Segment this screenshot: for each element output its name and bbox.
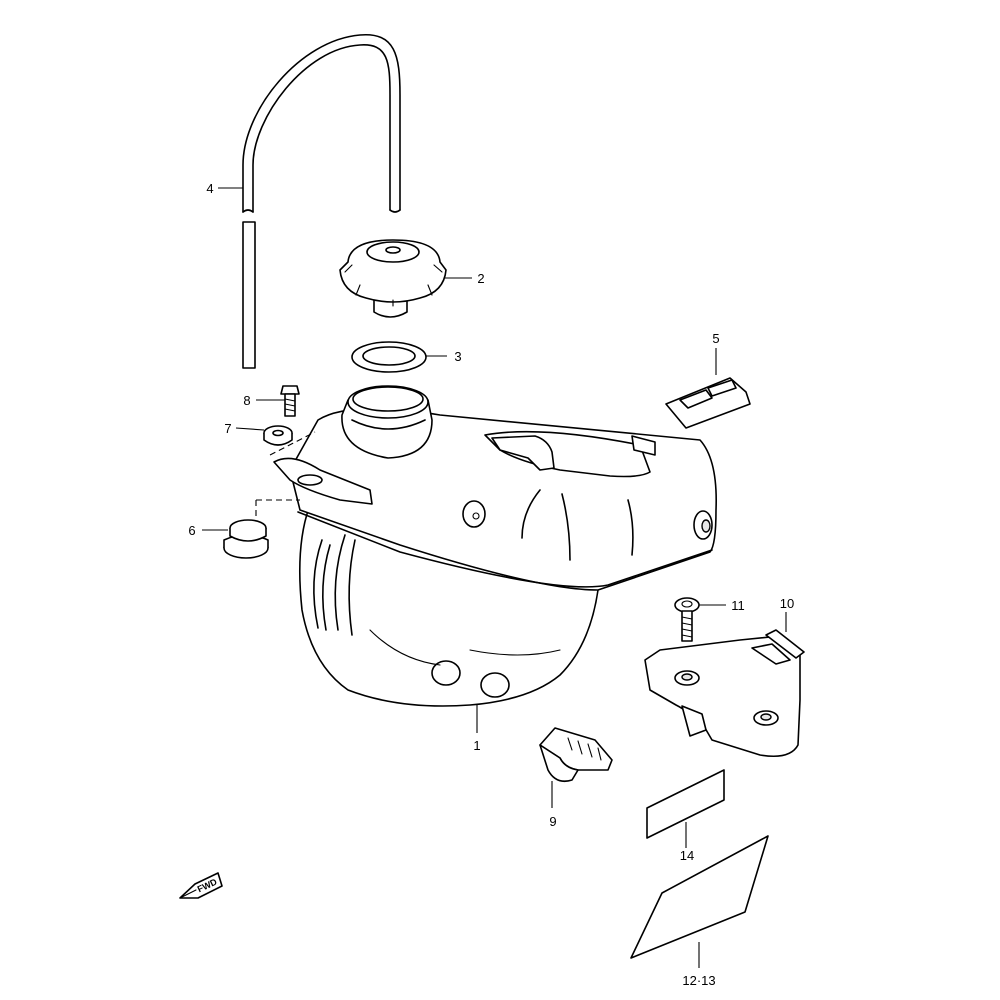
fwd-arrow-icon: FWD	[179, 872, 223, 899]
part-10-bracket	[644, 629, 805, 758]
part-6-grommet	[223, 519, 269, 559]
callout-5: 5	[712, 331, 719, 346]
part-1-fuel-tank	[273, 385, 717, 707]
callout-3: 3	[454, 349, 461, 364]
callout-4: 4	[206, 181, 213, 196]
callout-12-13: 12·13	[682, 973, 715, 988]
part-8-bolt	[280, 385, 300, 417]
part-14-label	[646, 769, 725, 839]
part-2-fuel-cap	[339, 239, 447, 318]
callout-14: 14	[680, 848, 694, 863]
callout-2: 2	[477, 271, 484, 286]
callout-1: 1	[473, 738, 480, 753]
callout-11: 11	[731, 598, 745, 613]
callout-8: 8	[243, 393, 250, 408]
part-4-breather-hose	[242, 34, 401, 369]
part-12-13-label	[630, 835, 769, 959]
part-11-bolt	[674, 597, 700, 642]
callout-7: 7	[224, 421, 231, 436]
alignment-dashes	[255, 431, 316, 520]
callout-10: 10	[780, 596, 794, 611]
leader-lines	[202, 187, 787, 968]
callout-labels: 1 2 3 4 5 6 7 8 9 10 11 12·13 14	[188, 181, 794, 988]
part-3-gasket	[351, 341, 427, 373]
part-5-clip	[665, 377, 751, 429]
part-9-guide	[539, 727, 613, 783]
callout-6: 6	[188, 523, 195, 538]
part-7-collar	[263, 425, 293, 446]
callout-9: 9	[549, 814, 556, 829]
